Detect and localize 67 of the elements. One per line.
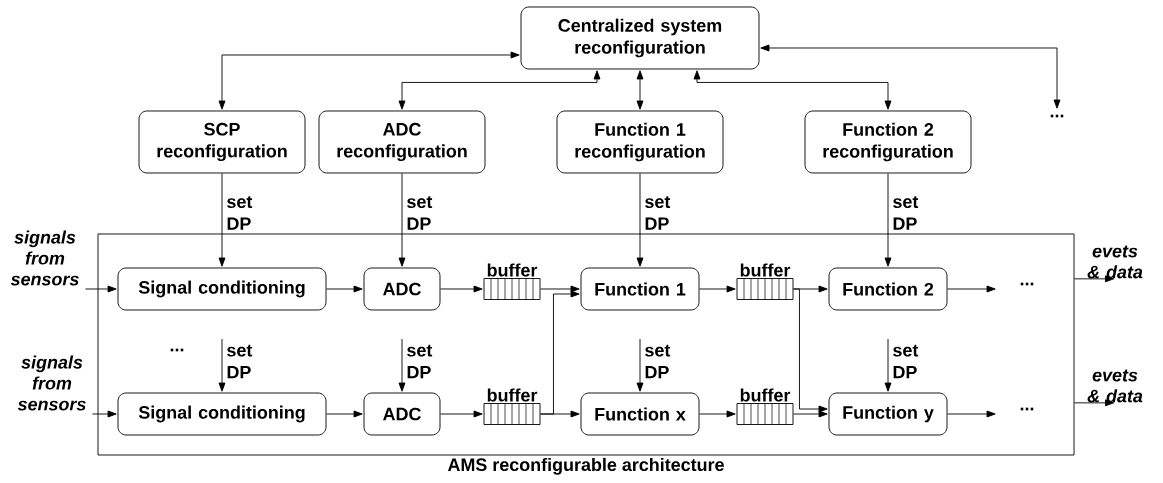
arrow (398, 70, 601, 110)
arrow (884, 338, 892, 392)
node-label: AMS reconfigurable architecture (447, 457, 724, 475)
arrow (884, 173, 892, 267)
process-box: Function 1 reconfiguration (556, 110, 724, 174)
arrow (947, 285, 996, 293)
arrow (398, 338, 406, 392)
process-box: Centralized system reconfiguration (520, 6, 760, 70)
arrow (540, 285, 580, 293)
arrow (85, 285, 117, 293)
arrow (699, 285, 736, 293)
process-box: ADC reconfiguration (318, 110, 486, 174)
arrow (793, 288, 828, 413)
ellipsis: ... (1050, 114, 1064, 118)
edge-label: set DP (645, 344, 671, 379)
buffer-queue: buffer (483, 263, 541, 300)
arrow (1074, 275, 1115, 283)
arrow (440, 285, 483, 293)
process-box: Function x (580, 392, 700, 436)
arrow (440, 410, 483, 418)
edge-label: set DP (227, 344, 253, 379)
arrow (218, 173, 226, 267)
arrow (218, 51, 520, 110)
side-label: evets & data (1087, 245, 1143, 279)
process-box: ADC (363, 267, 441, 311)
arrow (636, 173, 644, 267)
process-box: Function 2 (828, 267, 948, 311)
edge-label: set DP (407, 344, 433, 379)
node-label: buffer (740, 388, 791, 402)
node-label: buffer (740, 263, 791, 277)
edge-label: set DP (407, 196, 433, 230)
node-label: buffer (487, 388, 538, 402)
process-box: Function 2 reconfiguration (804, 110, 972, 174)
process-box: Function y (828, 392, 948, 436)
ellipsis: ... (1020, 282, 1034, 286)
process-box: Function 1 (580, 267, 700, 311)
side-label: evets & data (1087, 369, 1143, 403)
arrow (693, 70, 892, 110)
arrow (636, 70, 644, 110)
process-box: Signal conditioning (117, 267, 327, 311)
arrow (398, 173, 406, 267)
buffer-queue: buffer (736, 263, 794, 300)
arrow (793, 410, 828, 418)
edge-label: set DP (893, 344, 919, 379)
process-box: Signal conditioning (117, 392, 327, 436)
arrow (699, 410, 736, 418)
edge-label: set DP (645, 196, 671, 230)
arrow (636, 338, 644, 392)
node-label: buffer (487, 263, 538, 277)
arrow (540, 290, 580, 415)
edge-label: set DP (227, 196, 253, 230)
arrow (218, 338, 226, 392)
buffer-queue: buffer (736, 388, 794, 425)
ellipsis: ... (170, 348, 184, 352)
arrow (947, 410, 996, 418)
ellipsis: ... (1020, 407, 1034, 411)
arrow (326, 285, 363, 293)
arrow (92, 410, 117, 418)
buffer-queue: buffer (483, 388, 541, 425)
process-box: SCP reconfiguration (138, 110, 306, 174)
arrow (326, 410, 363, 418)
side-label: signals from sensors (17, 355, 86, 411)
arrow (760, 44, 1061, 109)
arrow (1074, 399, 1115, 407)
side-label: signals from sensors (10, 230, 79, 286)
edge-label: set DP (893, 196, 919, 230)
process-box: ADC (363, 392, 441, 436)
